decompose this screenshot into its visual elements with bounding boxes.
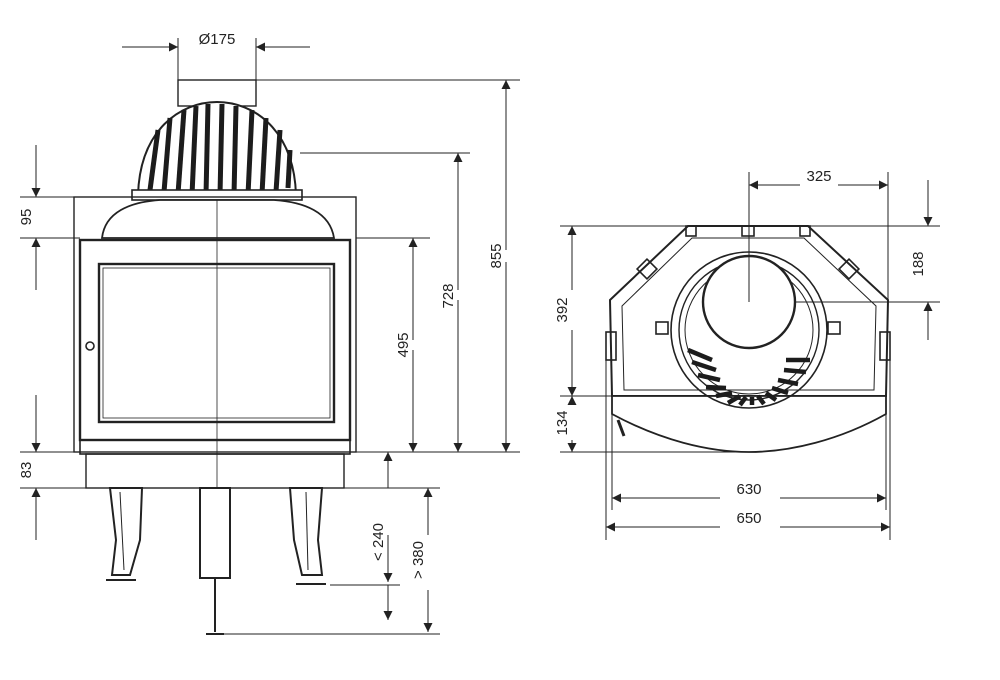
dim-leg-min: < 240 (370, 523, 387, 561)
door-frame (78, 238, 352, 442)
dome (136, 100, 298, 196)
dim-total-height: 855 (488, 243, 505, 268)
dome-ribs (147, 103, 293, 196)
front-view (73, 79, 357, 635)
center-leg (199, 487, 231, 635)
dim-outer-width: 650 (736, 510, 761, 527)
dim-front-depth: 134 (554, 410, 571, 435)
top-hood (100, 199, 336, 239)
left-leg (106, 487, 144, 581)
door-glass (97, 262, 336, 424)
dim-body-height: 728 (440, 283, 457, 308)
dim-half-width: 325 (806, 168, 831, 185)
burner-fins (687, 347, 810, 407)
outer-frame (73, 196, 357, 453)
top-dimensions (560, 172, 940, 540)
door-glass-inner (102, 267, 331, 419)
door-handle (85, 341, 95, 351)
dim-top-height: 95 (18, 209, 35, 226)
dim-flue-offset: 188 (910, 251, 927, 276)
top-view (605, 225, 891, 453)
dim-leg-max: > 380 (410, 541, 427, 579)
top-front-arc (611, 395, 887, 453)
dim-flue-diameter: Ø175 (199, 31, 236, 48)
base-plinth (85, 453, 345, 489)
dim-bottom-height: 83 (18, 462, 35, 479)
dim-depth: 392 (554, 297, 571, 322)
dim-glass-height: 495 (395, 332, 412, 357)
dim-inner-width: 630 (736, 481, 761, 498)
front-dimensions (20, 38, 520, 635)
right-leg (288, 487, 326, 585)
